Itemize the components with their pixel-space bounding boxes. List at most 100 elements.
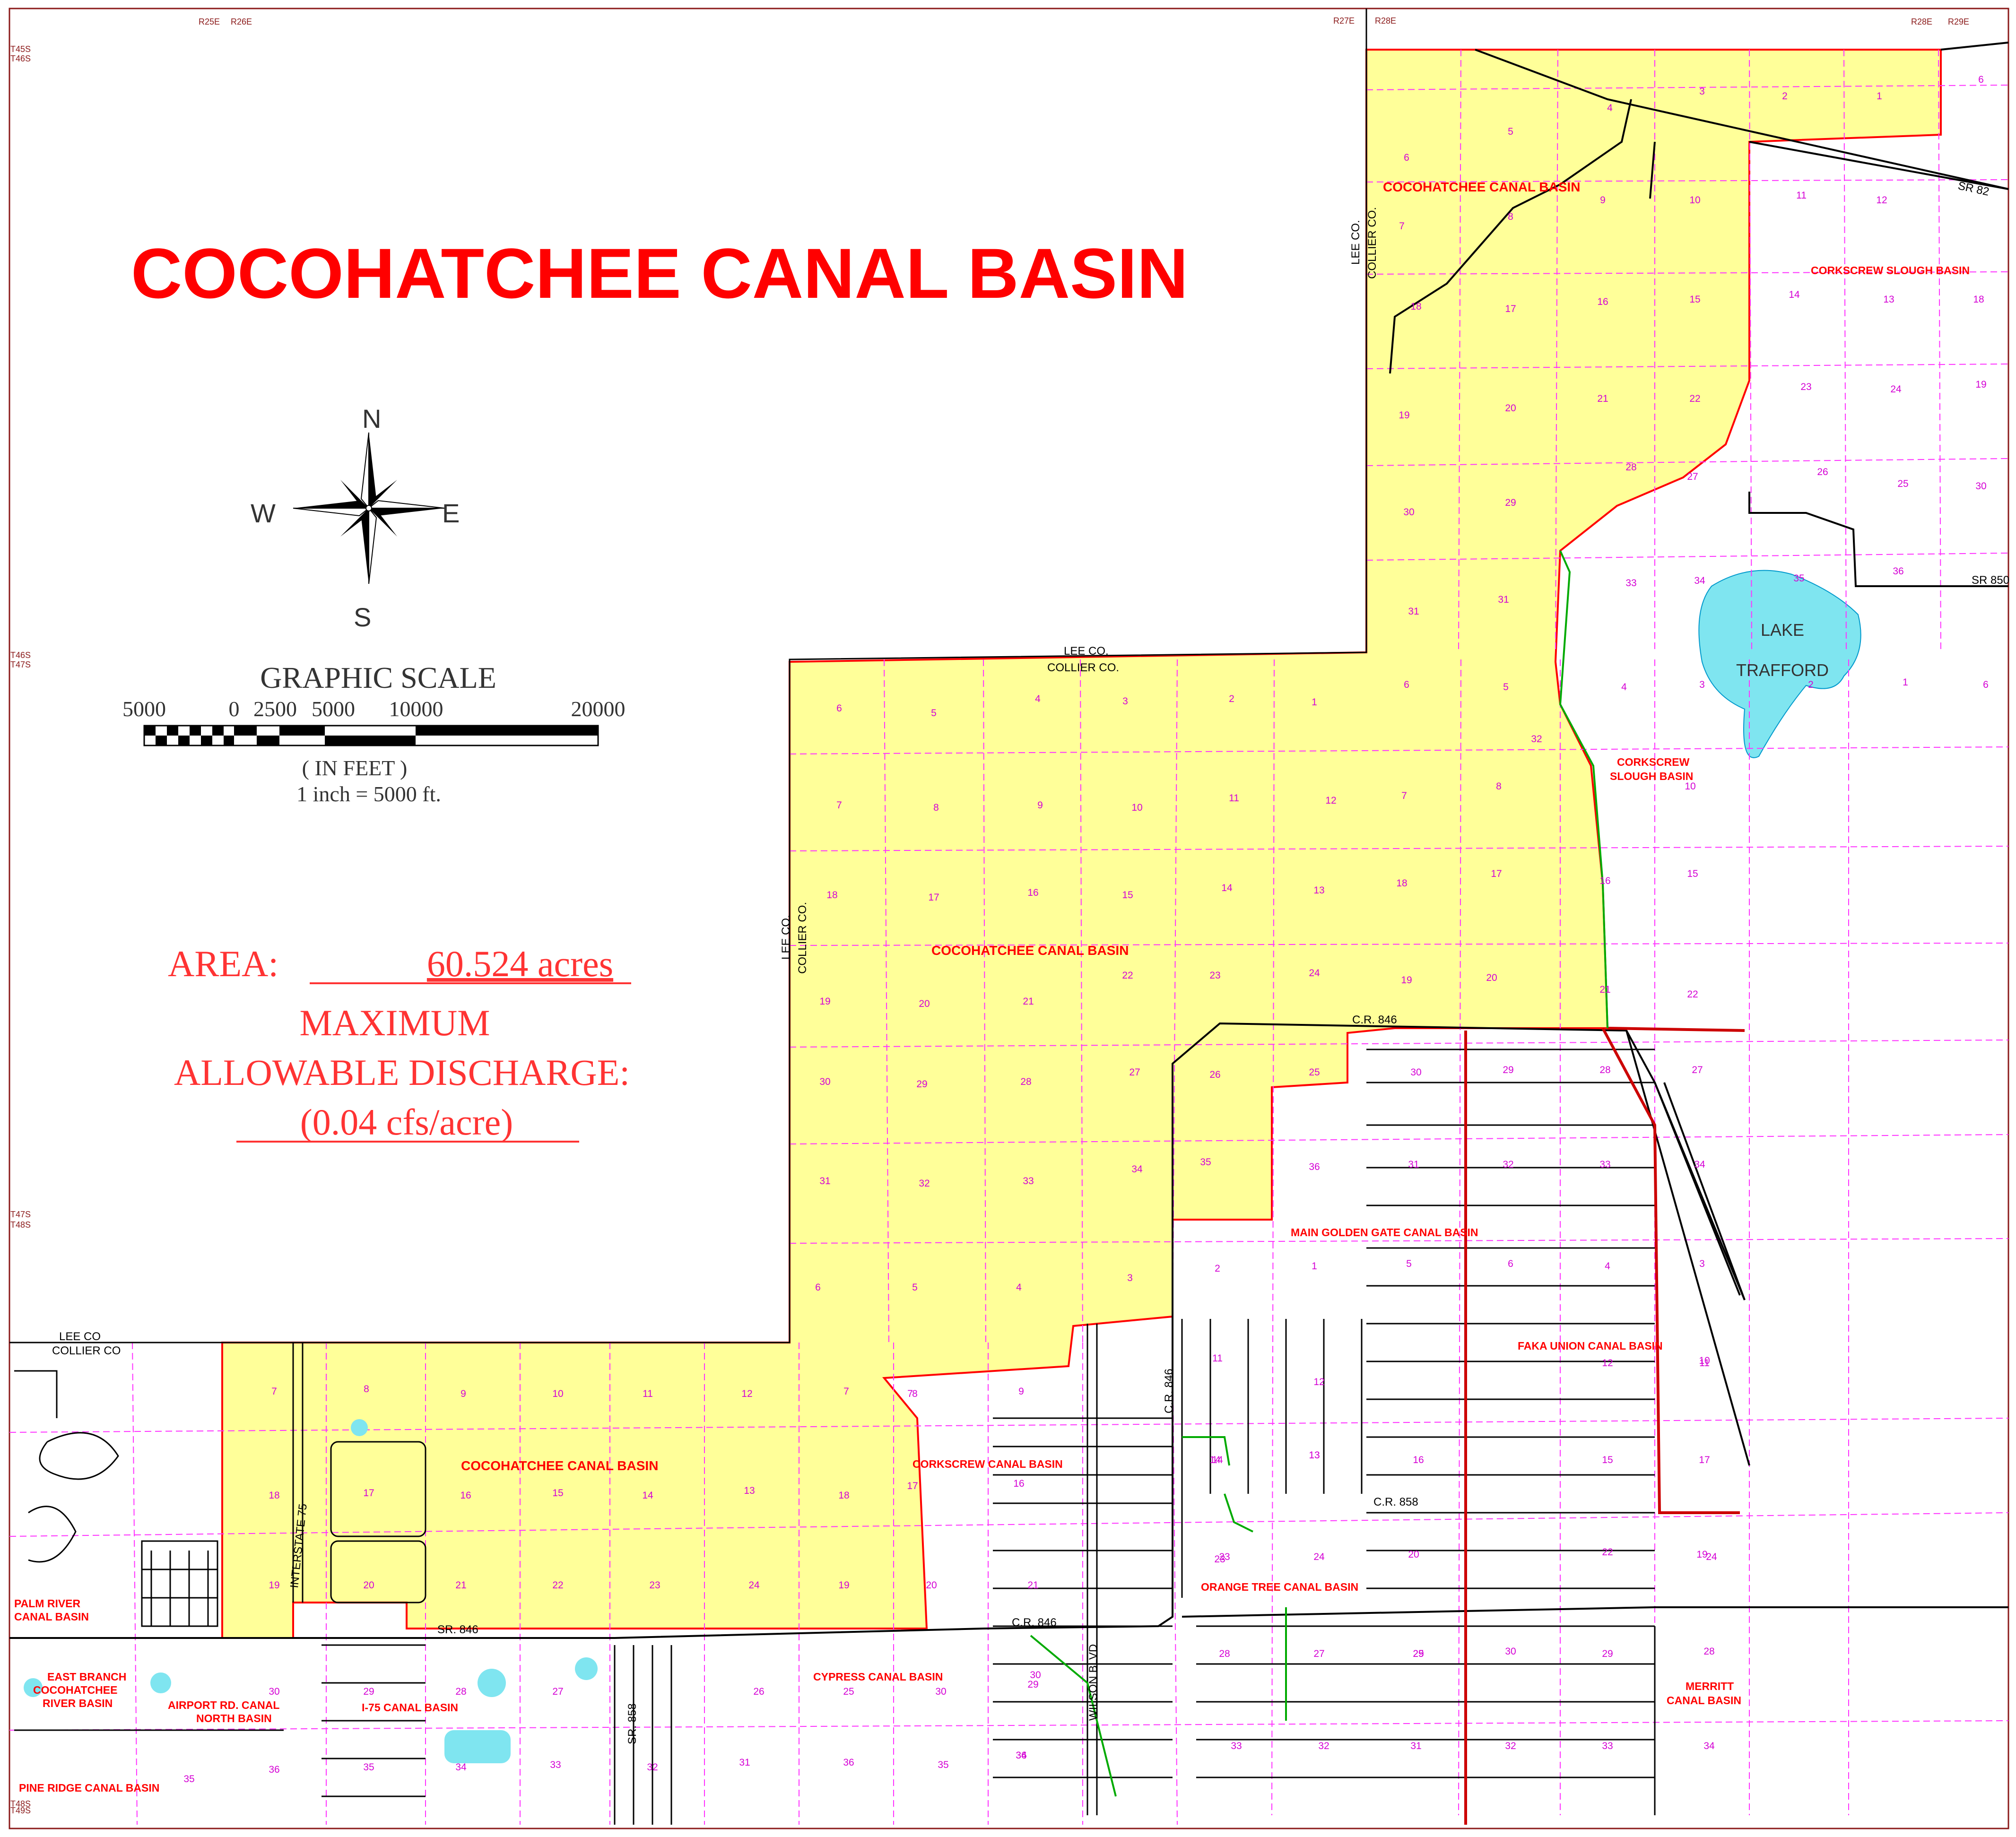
section-number: 34: [1016, 1750, 1027, 1761]
basin-label-cocohatchee: COCOHATCHEE CANAL BASIN: [461, 1458, 658, 1473]
section-number: 8: [933, 802, 939, 813]
section-number: 19: [1696, 1549, 1707, 1560]
section-number: 10: [552, 1388, 563, 1399]
basin-label-main-golden-gate: MAIN GOLDEN GATE CANAL BASIN: [1291, 1226, 1478, 1239]
basin-label-i75: I-75 CANAL BASIN: [362, 1701, 458, 1714]
basin-label-merritt: MERRITT: [1686, 1680, 1734, 1692]
section-number: 21: [1027, 1580, 1038, 1591]
section-number: 2: [1229, 693, 1234, 704]
section-number: 7: [271, 1386, 277, 1397]
section-number: 27: [1692, 1065, 1703, 1075]
section-number: 7: [907, 1388, 913, 1399]
section-number: 19: [1401, 975, 1412, 986]
section-number: 31: [1498, 594, 1509, 605]
section-number: 4: [1035, 693, 1041, 704]
section-number: 9: [1600, 195, 1606, 206]
section-number: 16: [460, 1490, 471, 1501]
section-number: 28: [1219, 1648, 1230, 1659]
township-label: T48S: [10, 1799, 31, 1809]
section-number: 20: [1408, 1549, 1419, 1560]
section-number: 34: [1694, 1159, 1705, 1170]
section-number: 19: [269, 1580, 279, 1591]
section-number: 32: [1318, 1741, 1329, 1751]
section-number: 16: [1599, 875, 1610, 886]
section-number: 12: [1313, 1377, 1324, 1387]
section-number: 9: [1018, 1386, 1024, 1397]
area-label: AREA:: [168, 943, 278, 984]
section-number: 25: [1413, 1648, 1424, 1659]
section-number: 18: [269, 1490, 279, 1501]
scale-tick-0: 0: [229, 697, 240, 721]
section-number: 18: [1396, 878, 1407, 889]
section-number: 17: [363, 1488, 374, 1499]
township-label: T48S: [10, 1220, 31, 1230]
range-label: R26E: [231, 17, 252, 26]
compass-n-label: N: [362, 404, 381, 433]
section-number: 3: [1122, 696, 1128, 707]
basin-label-cypress: CYPRESS CANAL BASIN: [813, 1671, 943, 1683]
section-number: 6: [1508, 1258, 1513, 1269]
basin-label-airport-rd: NORTH BASIN: [196, 1712, 272, 1724]
section-number: 4: [1621, 682, 1627, 693]
section-number: 20: [926, 1580, 937, 1591]
section-number: 22: [1687, 989, 1698, 1000]
section-number: 14: [642, 1490, 653, 1501]
roads: [9, 42, 2009, 1639]
section-number: 21: [1023, 996, 1034, 1007]
county-label-collier: COLLIER CO.: [796, 902, 809, 974]
basin-label-east-branch: RIVER BASIN: [43, 1697, 113, 1709]
section-number: 19: [1975, 379, 1986, 390]
section-number: 15: [1122, 890, 1133, 901]
section-number: 24: [748, 1580, 760, 1591]
section-number: 5: [1503, 682, 1509, 693]
section-number: 2: [1808, 679, 1814, 690]
section-number: 8: [1508, 211, 1513, 222]
section-number: 15: [1602, 1455, 1613, 1465]
section-number: 19: [819, 996, 830, 1007]
basin-label-east-branch: COCOHATCHEE: [33, 1684, 117, 1696]
section-number: 29: [1602, 1648, 1613, 1659]
section-number: 12: [741, 1388, 752, 1399]
section-number: 6: [815, 1282, 821, 1293]
basin-label-cocohatchee: COCOHATCHEE CANAL BASIN: [1383, 180, 1580, 194]
section-number: 11: [643, 1388, 653, 1399]
section-number: 32: [1503, 1159, 1513, 1170]
lake-name: LAKE: [1761, 620, 1804, 640]
township-label: T47S: [10, 660, 31, 669]
road-label-cr858: C.R. 858: [1373, 1496, 1418, 1508]
section-number: 30: [1975, 481, 1986, 492]
section-number: 25: [1309, 1067, 1320, 1078]
section-number: 27: [1129, 1067, 1140, 1078]
section-number: 20: [363, 1580, 374, 1591]
section-number: 24: [1309, 968, 1320, 979]
section-number: 3: [1127, 1273, 1133, 1283]
section-number: 33: [1625, 578, 1636, 589]
section-number: 13: [1309, 1450, 1320, 1461]
section-number: 36: [269, 1764, 279, 1775]
scale-tick-20000: 20000: [571, 697, 626, 721]
section-number: 14: [1209, 1455, 1221, 1465]
section-number: 30: [1030, 1670, 1041, 1681]
section-number: 6: [1983, 679, 1989, 690]
section-number: 31: [1408, 606, 1419, 617]
road-label-sr858: SR. 858: [626, 1703, 639, 1744]
section-number: 16: [1013, 1478, 1024, 1489]
section-number: 9: [1037, 800, 1043, 811]
section-number: 3: [1699, 1258, 1705, 1269]
section-number: 34: [455, 1762, 467, 1773]
section-number: 36: [1016, 1750, 1026, 1761]
county-labels: LEE CO. COLLIER CO. LEE CO. COLLIER CO. …: [52, 207, 1379, 1357]
section-number: 30: [1410, 1067, 1421, 1078]
section-number: 11: [1212, 1353, 1223, 1364]
section-number: 10: [1689, 195, 1700, 206]
township-label: T46S: [10, 54, 31, 63]
section-number: 11: [1229, 793, 1239, 804]
section-number: 28: [1703, 1646, 1714, 1657]
section-number: 36: [1893, 566, 1903, 577]
compass-s-label: S: [354, 602, 371, 632]
section-number: 27: [1313, 1648, 1324, 1659]
township-label: T49S: [10, 1806, 31, 1815]
section-number: 30: [819, 1076, 830, 1087]
section-number: 9: [461, 1388, 466, 1399]
section-number: 24: [1313, 1551, 1325, 1562]
